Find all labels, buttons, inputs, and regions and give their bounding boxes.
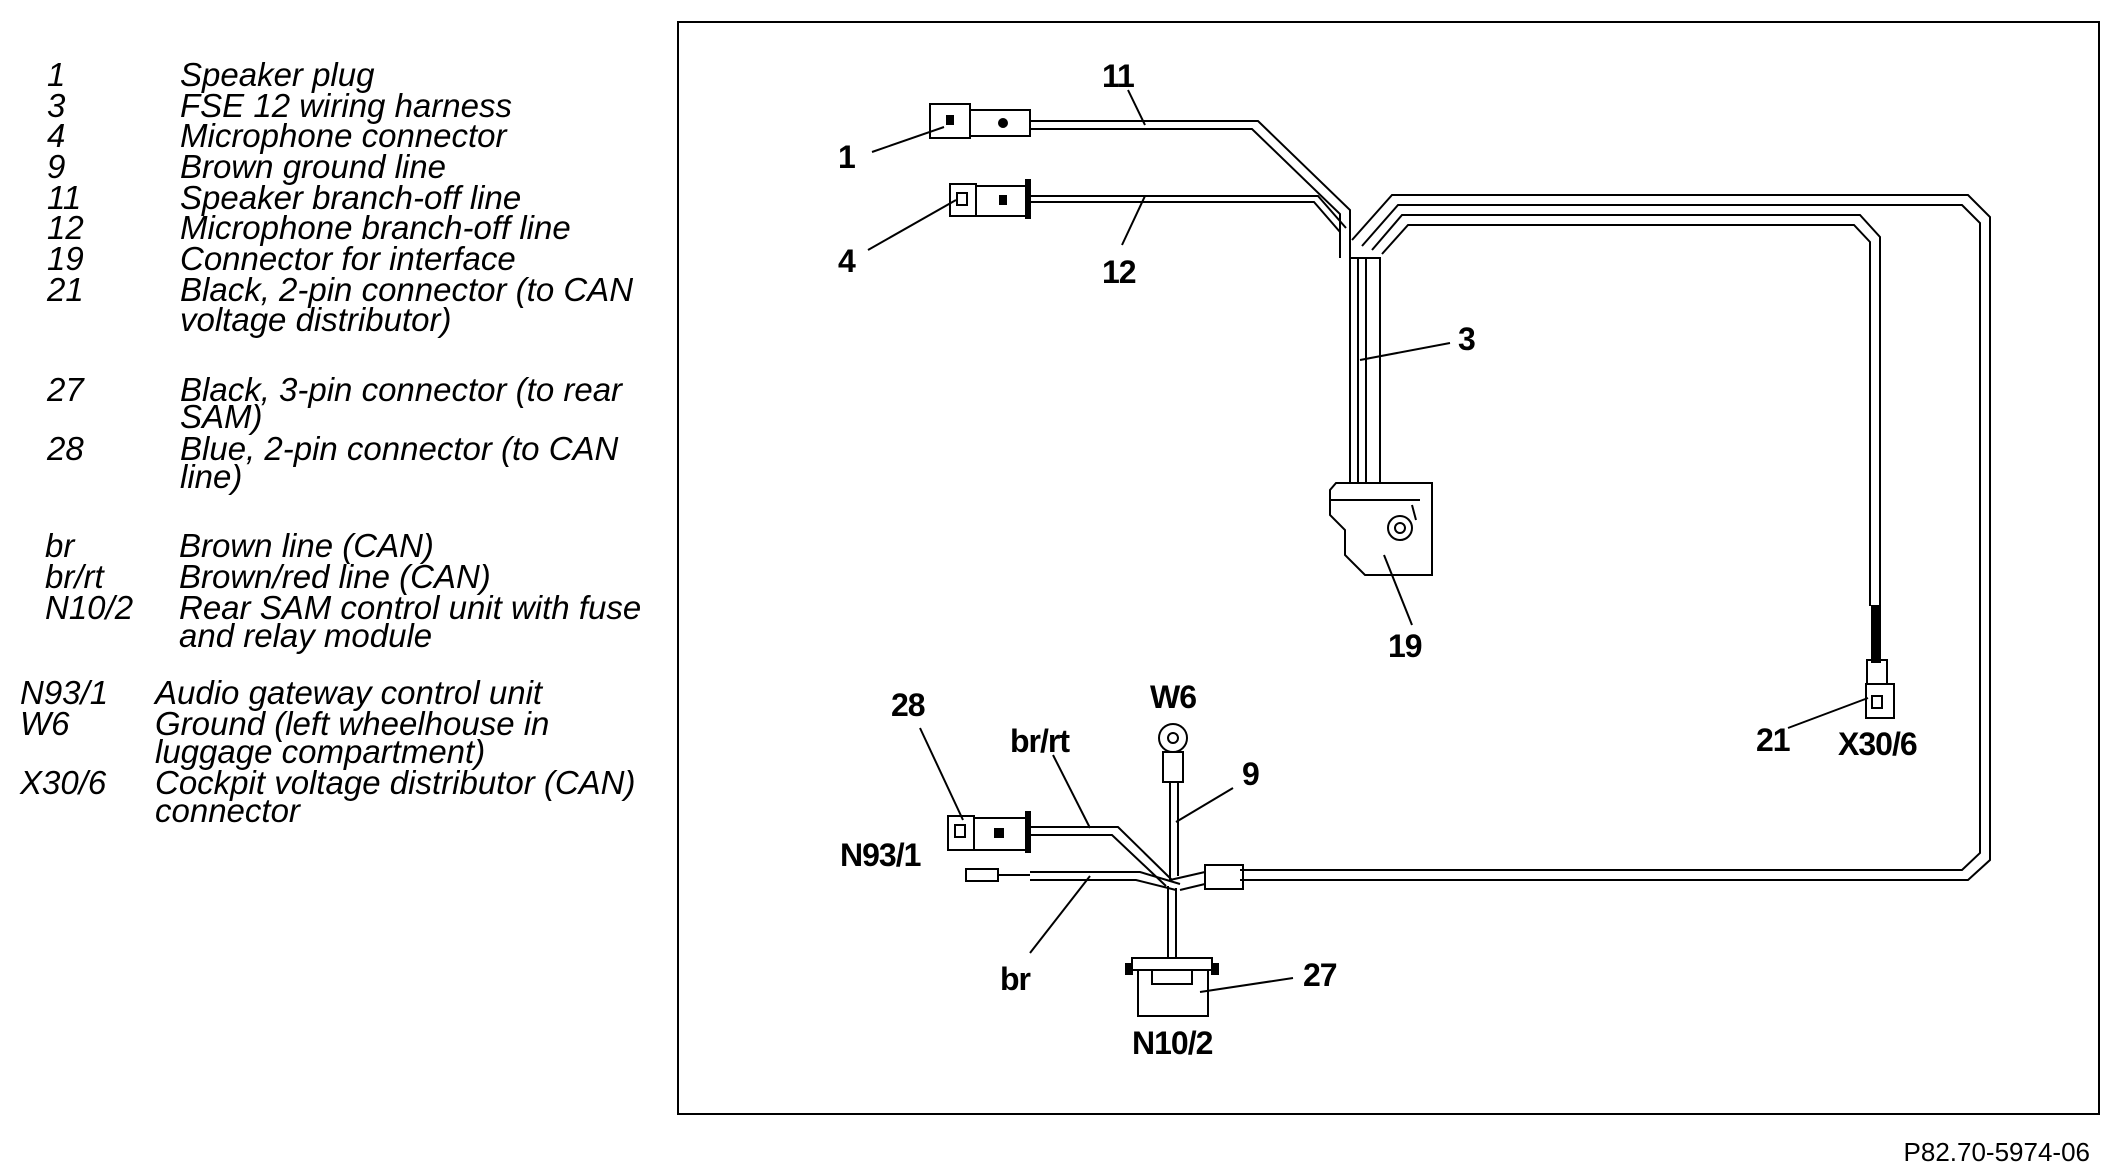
callout-3: 3 (1458, 321, 1475, 357)
legend-desc: Ground (left wheelhouse in (155, 705, 550, 742)
diagram-frame (677, 21, 2100, 1115)
legend-key: 1 (47, 56, 66, 93)
callout-19: 19 (1388, 628, 1422, 664)
legend-desc: Brown ground line (180, 148, 446, 185)
legend-desc: Speaker branch-off line (180, 179, 522, 216)
legend-desc: Blue, 2-pin connector (to CAN (180, 430, 619, 467)
harness-junction (1169, 864, 1244, 891)
legend-desc: Microphone connector (180, 117, 507, 154)
rear-sam-connector (1125, 886, 1219, 1017)
speaker-branch-line (1030, 120, 1351, 258)
legend-desc: Speaker plug (180, 56, 375, 93)
legend-key: 21 (47, 271, 84, 308)
legend-desc: Connector for interface (180, 240, 516, 277)
callout-n93-1: N93/1 (840, 837, 921, 873)
legend-desc: luggage compartment) (155, 733, 486, 770)
figure-reference: P82.70-5974-06 (1903, 1137, 2090, 1167)
legend-key: 3 (47, 87, 66, 124)
callout-12: 12 (1102, 254, 1136, 290)
interface-connector (1329, 482, 1433, 576)
microphone-connector (949, 179, 1031, 219)
legend-desc: Brown/red line (CAN) (179, 558, 491, 595)
microphone-branch-line (1030, 195, 1347, 233)
callout-9: 9 (1242, 756, 1259, 792)
callout-x30-6: X30/6 (1838, 726, 1917, 762)
callout-28: 28 (891, 687, 925, 723)
legend-desc: SAM) (180, 398, 263, 435)
main-loop-harness (1240, 194, 1991, 881)
legend-desc: FSE 12 wiring harness (180, 87, 512, 124)
legend-desc: Black, 3-pin connector (to rear (180, 371, 623, 408)
legend-key: 27 (47, 371, 84, 408)
callout-21: 21 (1756, 722, 1790, 758)
callout-br: br (1000, 961, 1031, 997)
blue-can-connector (947, 811, 1031, 853)
legend-desc: Audio gateway control unit (155, 674, 543, 711)
legend-desc: connector (155, 792, 300, 829)
legend-key: br (45, 527, 75, 564)
legend-key: 11 (47, 179, 82, 216)
can-distributor-connector (1865, 605, 1895, 719)
legend-key: 9 (47, 148, 66, 185)
legend-desc: Microphone branch-off line (180, 209, 571, 246)
callout-br-rt: br/rt (1010, 723, 1070, 759)
harness-trunk (1349, 257, 1381, 484)
legend-key: 19 (47, 240, 84, 277)
callout-27: 27 (1303, 957, 1337, 993)
ground-terminal (1158, 723, 1188, 880)
legend-key: X30/6 (20, 764, 107, 801)
legend-desc: Brown line (CAN) (179, 527, 434, 564)
legend-key: 12 (47, 209, 84, 246)
legend-key: br/rt (45, 558, 104, 595)
brown-line (965, 868, 1181, 891)
callout-n10-2: N10/2 (1132, 1025, 1213, 1061)
legend-key: N93/1 (20, 674, 109, 711)
legend-desc: voltage distributor) (180, 301, 452, 338)
legend-key: 28 (47, 430, 84, 467)
leader-lines (867, 89, 1869, 993)
speaker-plug (929, 103, 1031, 139)
legend-desc: Black, 2-pin connector (to CAN (180, 271, 634, 308)
legend-desc: Cockpit voltage distributor (CAN) (155, 764, 636, 801)
brown-red-line (1030, 826, 1173, 887)
callout-4: 4 (838, 243, 856, 279)
legend-key: W6 (20, 705, 70, 742)
callout-w6: W6 (1150, 679, 1196, 715)
legend-desc: and relay module (179, 617, 433, 654)
legend-key: N10/2 (45, 589, 134, 626)
callout-1: 1 (838, 139, 855, 175)
legend-desc: line) (180, 458, 243, 495)
legend-key: 4 (47, 117, 66, 154)
legend-desc: Rear SAM control unit with fuse (179, 589, 642, 626)
callout-11: 11 (1102, 58, 1134, 94)
